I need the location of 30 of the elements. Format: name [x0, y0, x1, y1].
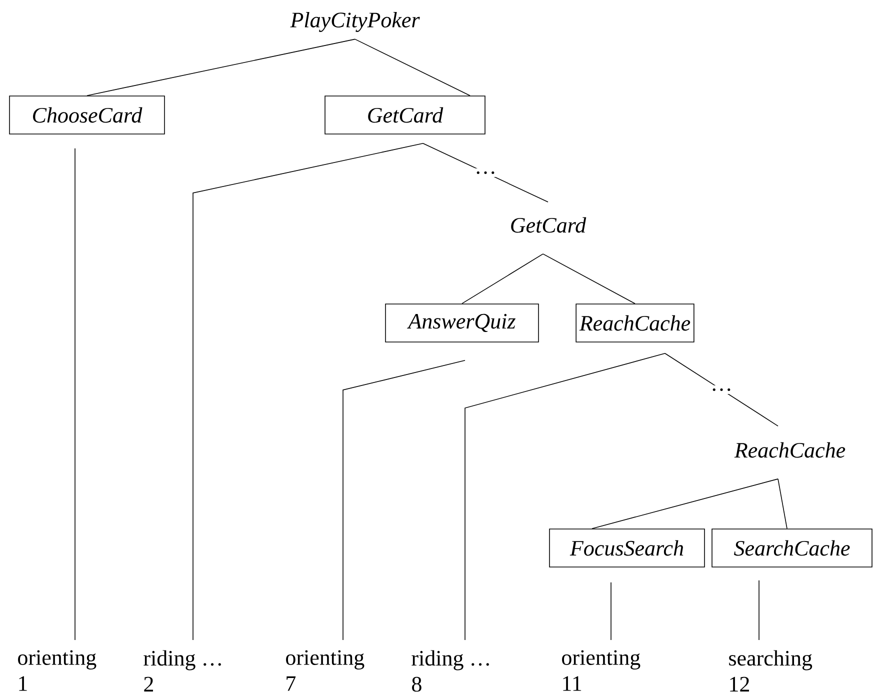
- edge-label: …: [708, 385, 736, 394]
- activity-label: searching 12: [729, 650, 812, 692]
- tree-line: [342, 360, 466, 640]
- task-label: ReachCache: [734, 442, 846, 458]
- tree-line: [610, 582, 612, 640]
- tree-line: [592, 478, 778, 529]
- tree-line: [86, 38, 356, 96]
- activity-label: orienting 7: [286, 650, 364, 691]
- task-box: GetCard: [324, 96, 486, 134]
- tree-line: [778, 478, 788, 529]
- activity-label: riding … 2: [144, 650, 221, 692]
- tree-line: [462, 254, 544, 304]
- task-box: SearchCache: [712, 528, 872, 568]
- task-box: ChooseCard: [9, 96, 165, 134]
- task-label: PlayCityPoker: [290, 12, 420, 32]
- task-label: GetCard: [511, 217, 586, 233]
- edge-label: …: [472, 168, 500, 178]
- tree-line: [74, 148, 76, 640]
- tree-line: [354, 38, 470, 96]
- activity-label: orienting 1: [18, 650, 96, 691]
- activity-label: orienting 11: [562, 650, 640, 691]
- activity-label: riding … 8: [412, 650, 489, 692]
- task-box: ReachCache: [576, 304, 694, 342]
- task-box: FocusSearch: [549, 528, 705, 568]
- tree-line: [464, 353, 666, 640]
- task-box: AnswerQuiz: [385, 304, 539, 342]
- tree-line: [664, 353, 778, 426]
- tree-line: [192, 143, 424, 640]
- tree-line: [542, 254, 636, 304]
- tree-line: [758, 580, 760, 640]
